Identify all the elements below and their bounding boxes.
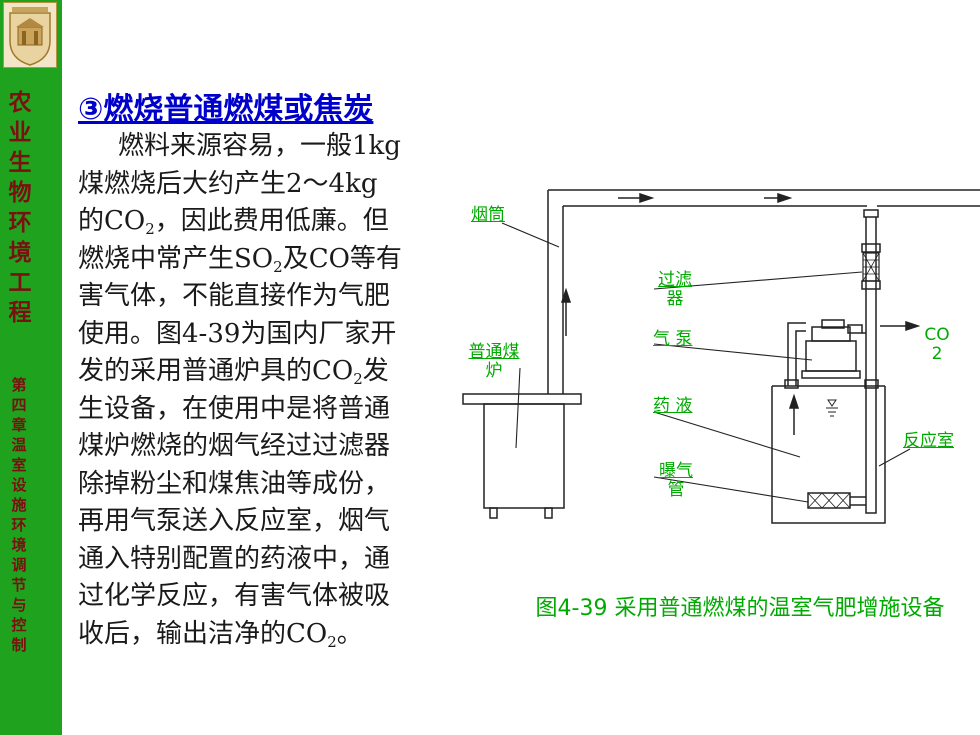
- university-logo: [3, 2, 57, 68]
- body-line: 煤炉燃烧的烟气经过过滤器: [78, 431, 391, 461]
- label-reactor: 反应室: [903, 431, 954, 451]
- body-line: 过化学反应，有害气体被吸: [78, 581, 391, 611]
- label-chimney: 烟筒: [471, 205, 505, 225]
- label-pump: 气 泵: [653, 329, 693, 349]
- body-line: 生设备，在使用中是将普通: [78, 393, 391, 424]
- body-line: 除掉粉尘和煤焦油等成份，: [78, 468, 391, 499]
- body-line: 使用。图4-39为国内厂家开: [78, 318, 397, 349]
- body-line: 煤燃烧后大约产生2～4kg: [78, 168, 378, 199]
- chimney-pipe: [547, 189, 980, 394]
- body-line: 再用气泵送入反应室，烟气: [78, 506, 391, 536]
- filter-pipe: [861, 209, 881, 386]
- air-pump: [784, 319, 879, 389]
- sidebar: 农业生物环境工程 第四章温室设施环境调节与控制: [0, 0, 62, 735]
- body-line: 燃料来源容易，一般1kg: [118, 131, 401, 161]
- section-heading: ③燃烧普通燃煤或焦炭: [78, 92, 374, 127]
- body-line: 的CO2，因此费用低廉。但: [78, 206, 389, 238]
- body-line: 害气体，不能直接作为气肥: [78, 281, 391, 311]
- body-paragraph: 燃料来源容易，一般1kg 煤燃烧后大约产生2～4kg 的CO2，因此费用低廉。但…: [78, 128, 474, 653]
- body-line: 通入特别配置的药液中，通: [78, 543, 391, 574]
- reaction-tank: [771, 385, 886, 524]
- label-liquid: 药 液: [653, 396, 693, 416]
- flow-arrows: [560, 192, 921, 435]
- label-stove: 普通煤炉: [468, 342, 520, 381]
- body-line: 收后，输出洁净的CO2。: [78, 618, 363, 651]
- body-line: 发的采用普通炉具的CO2发: [78, 356, 389, 388]
- label-filter: 过滤器: [658, 270, 692, 309]
- chapter-title: 第四章温室设施环境调节与控制: [11, 376, 27, 654]
- stove: [462, 393, 582, 519]
- label-leaders: [501, 222, 911, 503]
- body-line: 燃烧中常产生SO2及CO等有: [78, 243, 402, 276]
- figure-caption: 图4-39 采用普通燃煤的温室气肥增施设备: [535, 596, 945, 621]
- label-aeration: 曝气管: [659, 461, 693, 500]
- course-title: 农业生物环境工程: [8, 89, 32, 326]
